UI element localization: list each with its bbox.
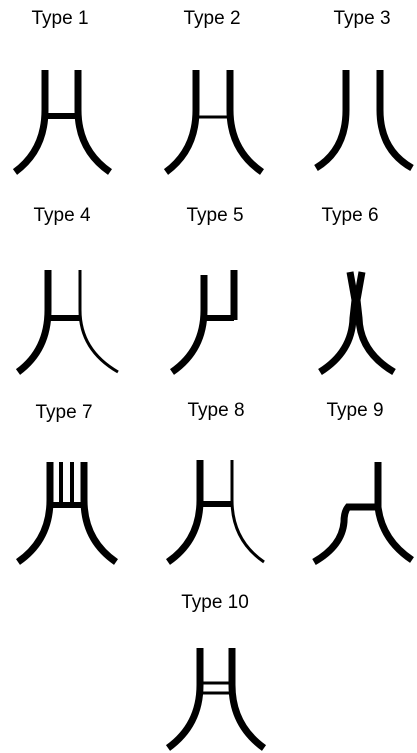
glyph-type-7 (18, 462, 116, 562)
glyph-type-9 (314, 462, 412, 562)
glyph-type-1 (15, 70, 110, 172)
glyph-type-10 (168, 648, 264, 748)
glyph-type-6 (320, 272, 394, 372)
glyph-type-4 (18, 270, 118, 372)
glyph-type-8 (168, 460, 264, 562)
glyph-type-5 (172, 270, 234, 372)
glyph-type-3 (316, 70, 412, 168)
glyph-type-2 (166, 70, 262, 172)
